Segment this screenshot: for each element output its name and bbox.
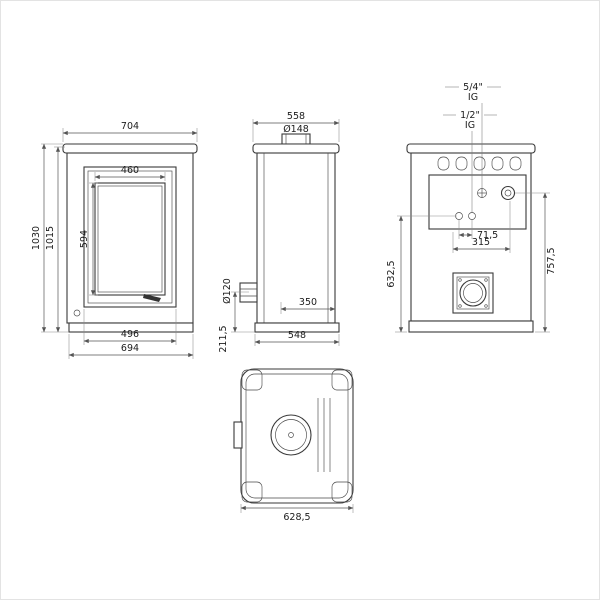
- side-dimensions: 558 Ø148 350 548 Ø120 211,5: [218, 111, 340, 353]
- rear-dimensions: 5/4" IG 1/2" IG 71,5 315 632,5 757,5: [386, 82, 557, 333]
- dim-side-base-depth: 548: [288, 330, 306, 341]
- label-fitting-small-size: 1/2": [460, 110, 480, 121]
- front-dimensions: 704 460 1030 1015 594 496 694: [31, 121, 198, 359]
- door-handle: [143, 294, 161, 302]
- dim-side-outlet-height: 211,5: [218, 325, 229, 352]
- dim-front-glass-width: 460: [121, 165, 139, 176]
- fitting-large: [500, 185, 516, 201]
- dim-front-glass-height: 594: [79, 230, 90, 248]
- dim-front-door-width: 496: [121, 329, 139, 340]
- dim-side-depth: 558: [287, 111, 305, 122]
- top-view-flue-stub: [233, 421, 243, 449]
- rear-flue-box: [452, 272, 494, 314]
- brand-mark: [73, 309, 81, 317]
- rear-flue-stub: [239, 282, 258, 303]
- label-fitting-small-thread: IG: [465, 120, 475, 131]
- side-view: [239, 133, 340, 333]
- vent-slots: [437, 156, 522, 171]
- dim-side-inner-depth: 350: [299, 297, 317, 308]
- dim-front-base-width: 694: [121, 343, 139, 354]
- door-glass: [94, 182, 166, 296]
- top-view: [233, 368, 354, 504]
- connection-panel: [428, 174, 527, 230]
- dim-front-top-width: 704: [121, 121, 139, 132]
- dim-front-overall-height: 1030: [31, 226, 42, 250]
- top-dimensions: 628,5: [240, 504, 354, 523]
- dim-rear-fitting-spacing: 315: [472, 237, 490, 248]
- dim-rear-fitting-offset: 71,5: [477, 230, 498, 241]
- front-view: [62, 143, 198, 333]
- dim-side-outlet-diameter: Ø120: [222, 278, 233, 304]
- dim-rear-fitting-height-small: 632,5: [386, 260, 397, 287]
- label-fitting-large-size: 5/4": [463, 82, 483, 93]
- dim-side-flue-diameter: Ø148: [283, 124, 309, 135]
- fitting-small-2: [468, 212, 476, 220]
- dim-front-body-height: 1015: [45, 226, 56, 250]
- dim-rear-fitting-height-large: 757,5: [546, 247, 557, 274]
- label-fitting-large-thread: IG: [468, 92, 478, 103]
- top-view-flue-opening: [270, 414, 312, 456]
- dim-top-width: 628,5: [283, 512, 310, 523]
